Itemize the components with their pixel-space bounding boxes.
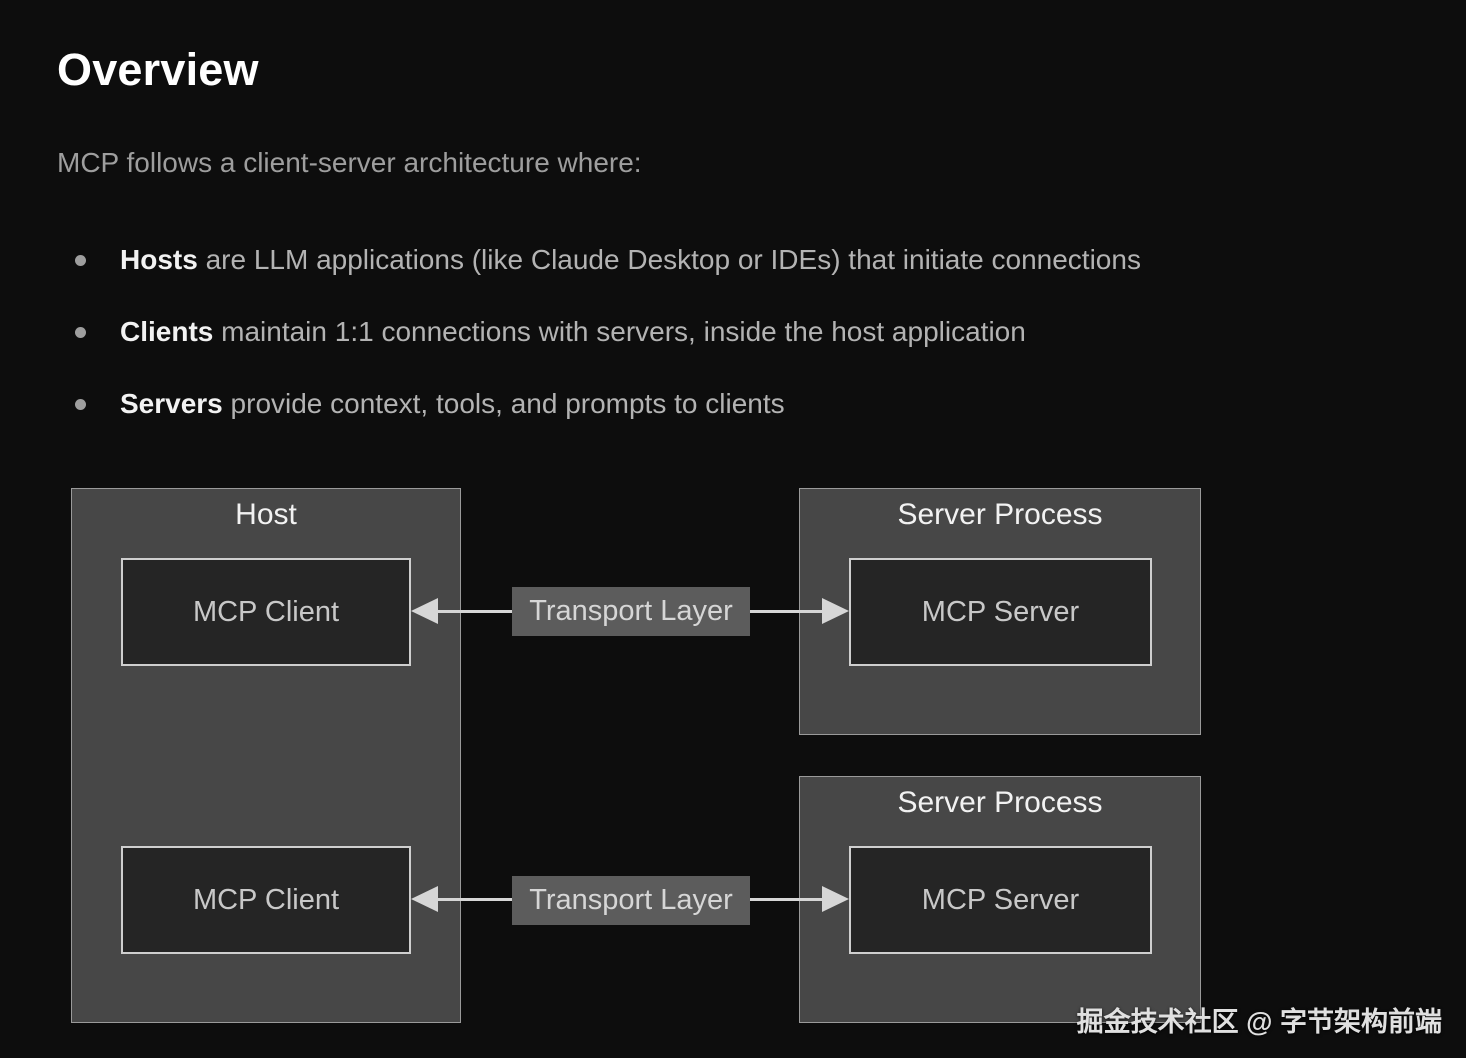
mcp-client-box-2: MCP Client [121, 846, 411, 954]
transport-layer-label-2: Transport Layer [512, 876, 750, 925]
bullet-dot [75, 254, 86, 266]
bullet-clients-text: Clients maintain 1:1 connections with se… [120, 316, 1026, 348]
bullet-dot [75, 398, 86, 410]
watermark: 掘金技术社区 @ 字节架构前端 [1076, 1007, 1442, 1037]
mcp-client-box-1: MCP Client [121, 558, 411, 666]
arrowhead-left-icon [411, 886, 438, 912]
bullet-servers-text: Servers provide context, tools, and prom… [120, 388, 785, 420]
bullet-hosts-rest: are LLM applications (like Claude Deskto… [197, 244, 1141, 275]
bullet-servers-term: Servers [120, 388, 223, 419]
server-process-1-title: Server Process [897, 498, 1103, 531]
page-title: Overview [57, 44, 259, 95]
transport-layer-label-1: Transport Layer [512, 587, 750, 636]
host-box-title: Host [235, 498, 297, 531]
bullet-servers: Servers provide context, tools, and prom… [75, 387, 1415, 421]
bullet-hosts: Hosts are LLM applications (like Claude … [75, 243, 1415, 277]
arrowhead-right-icon [822, 598, 849, 624]
arrowhead-right-icon [822, 886, 849, 912]
bullet-dot [75, 326, 86, 338]
intro-text: MCP follows a client-server architecture… [57, 147, 642, 178]
bullet-hosts-term: Hosts [120, 244, 198, 275]
bullet-hosts-text: Hosts are LLM applications (like Claude … [120, 244, 1141, 276]
bullet-servers-rest: provide context, tools, and prompts to c… [222, 388, 785, 419]
mcp-server-box-2: MCP Server [849, 846, 1152, 954]
mcp-server-box-1: MCP Server [849, 558, 1152, 666]
server-process-2-title: Server Process [897, 786, 1103, 819]
bullet-clients-rest: maintain 1:1 connections with servers, i… [213, 316, 1026, 347]
arrowhead-left-icon [411, 598, 438, 624]
bullet-clients: Clients maintain 1:1 connections with se… [75, 315, 1415, 349]
bullet-clients-term: Clients [120, 316, 214, 347]
